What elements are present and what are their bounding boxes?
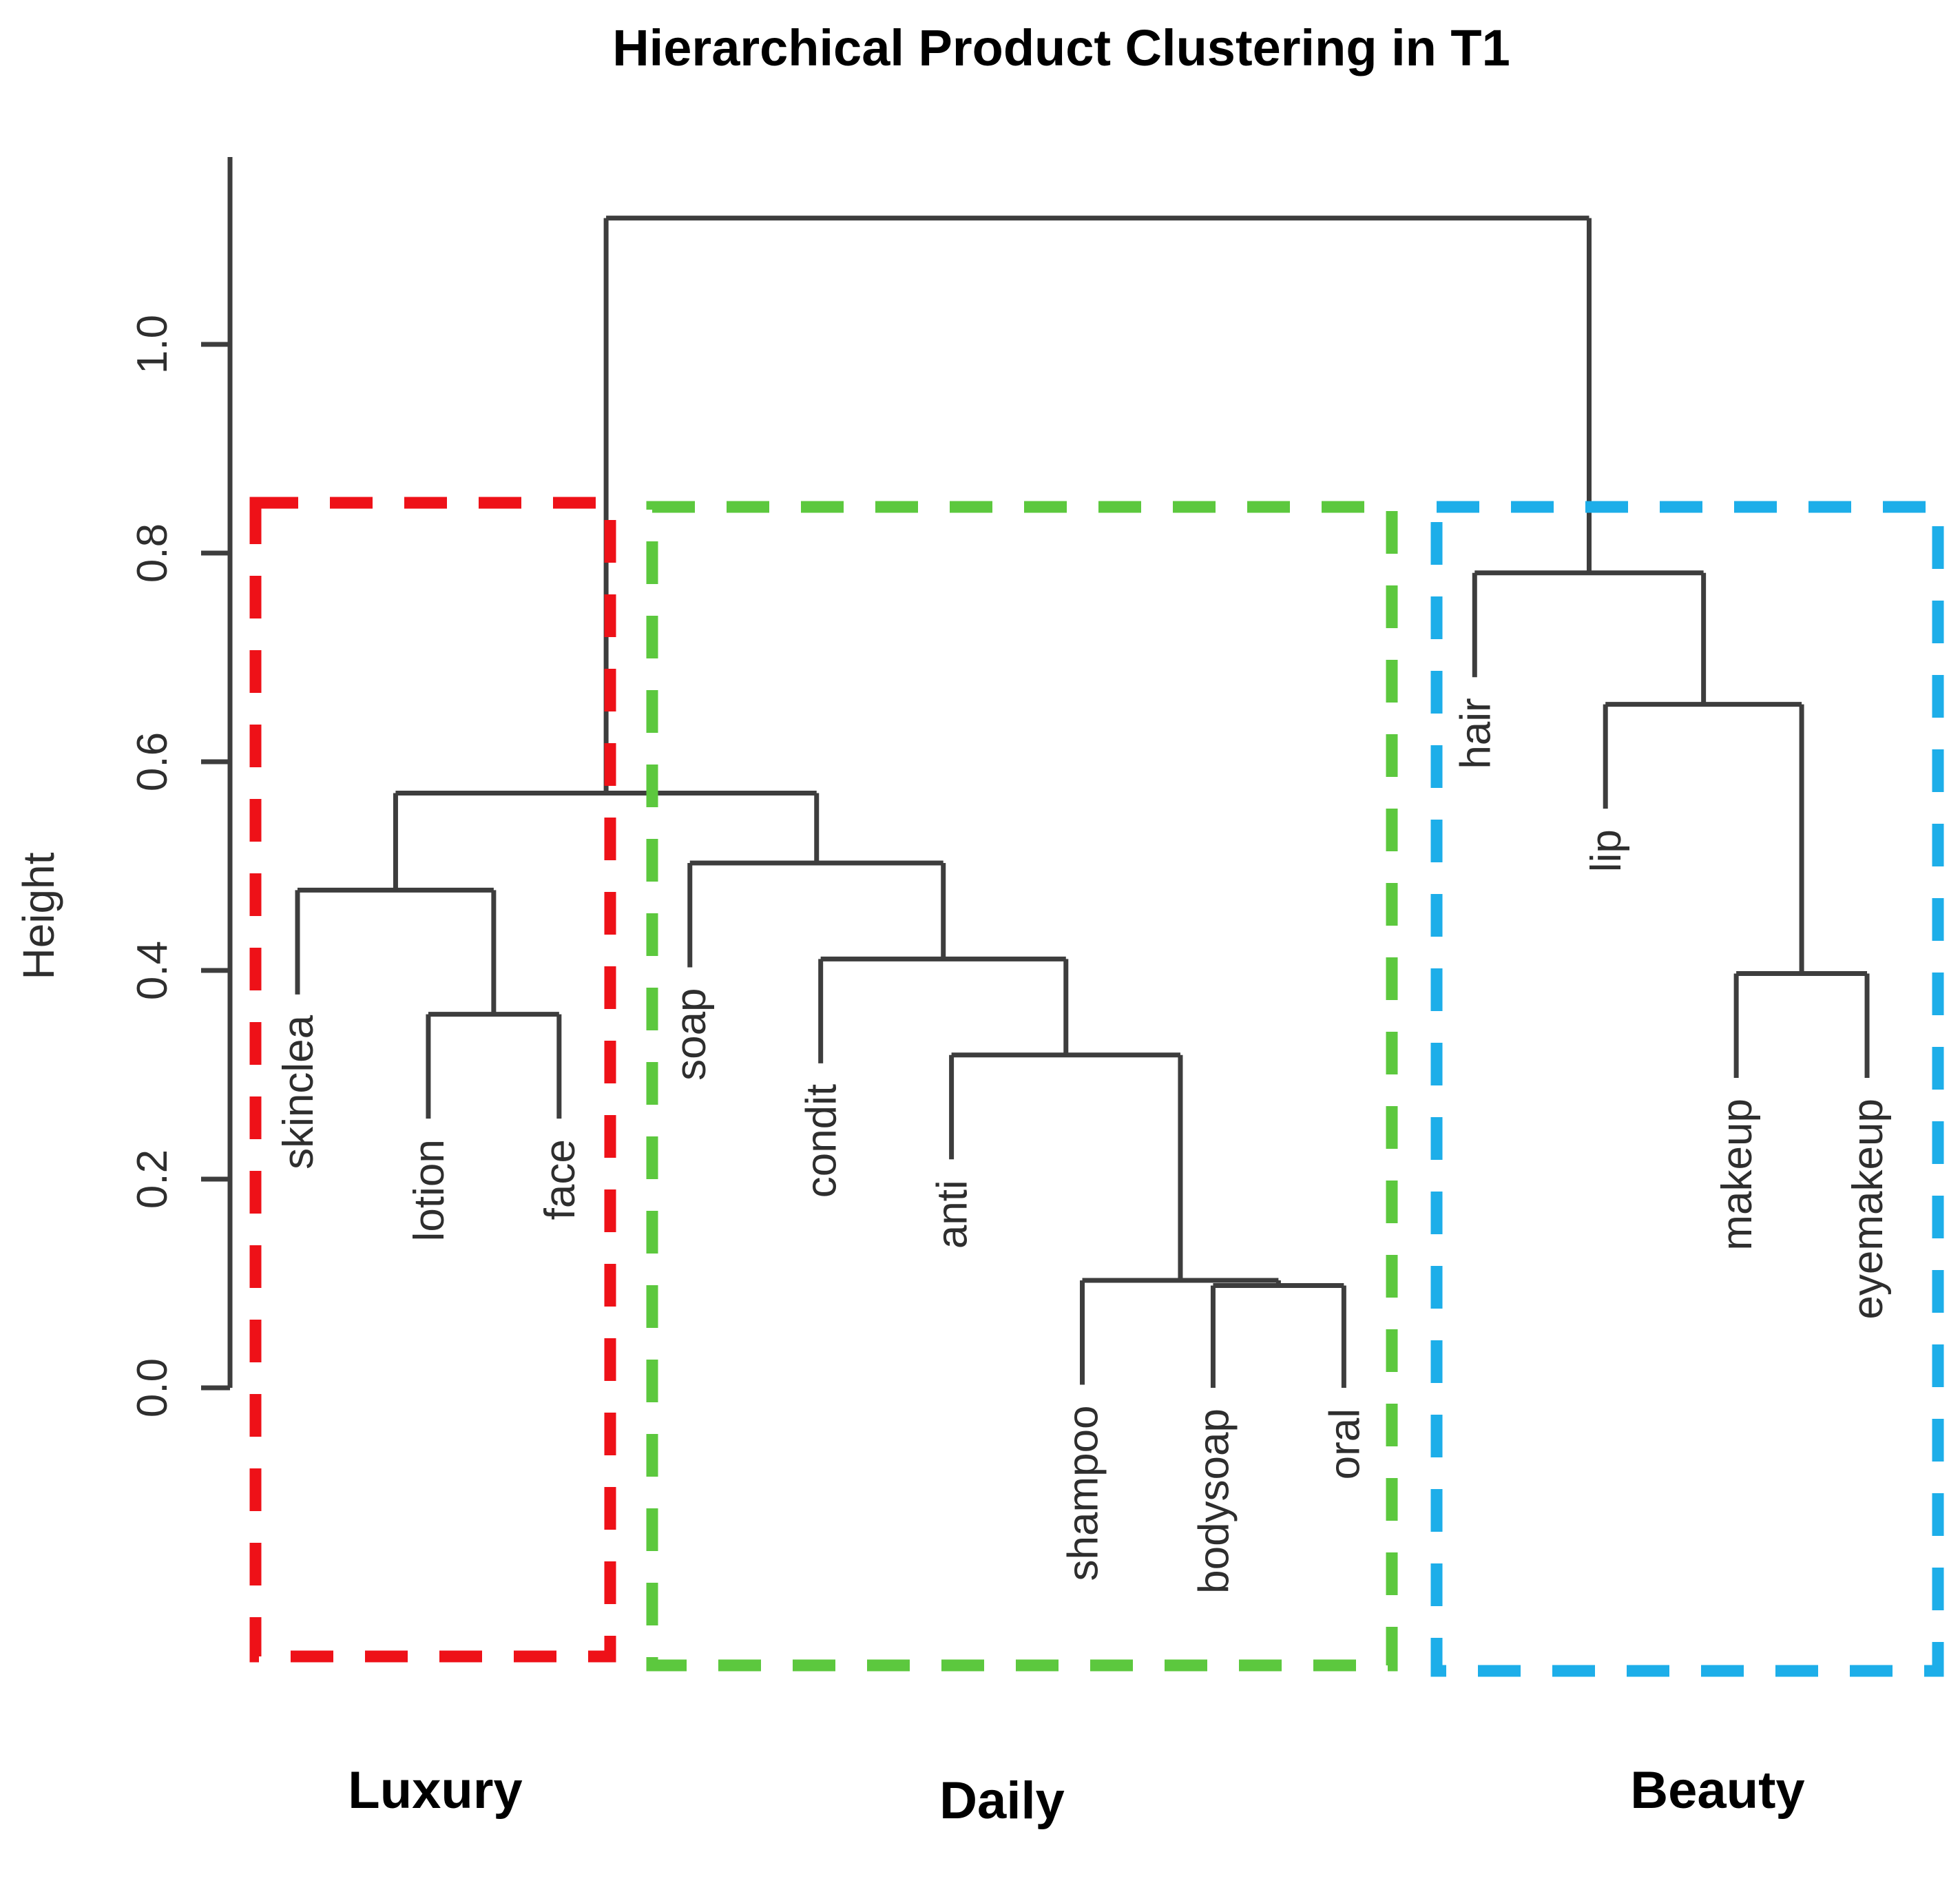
leaf-label: soap <box>667 988 715 1080</box>
cluster-label-daily: Daily <box>939 1771 1065 1830</box>
leaf-label: skinclea <box>275 1015 322 1169</box>
leaf-label: lotion <box>406 1139 453 1241</box>
y-axis-tick-label: 0.0 <box>129 1358 176 1417</box>
dendrogram-tree <box>295 216 1870 1388</box>
y-axis-tick-label: 0.2 <box>129 1150 176 1209</box>
leaf-label: condit <box>798 1084 846 1198</box>
y-axis-label: Height <box>14 852 63 979</box>
cluster-label-luxury: Luxury <box>348 1761 522 1820</box>
cluster-box-beauty <box>1430 501 1944 1677</box>
chart-title: Hierarchical Product Clustering in T1 <box>612 19 1510 76</box>
leaf-label: oral <box>1321 1408 1368 1479</box>
cluster-box-daily <box>646 501 1398 1672</box>
leaf-label: makeup <box>1713 1099 1761 1251</box>
leaf-label: lip <box>1583 829 1630 872</box>
leaf-label: bodysoap <box>1190 1408 1238 1594</box>
leaf-label: shampoo <box>1060 1405 1107 1581</box>
cluster-box-luxury <box>249 497 616 1663</box>
y-axis-tick-label: 0.6 <box>129 732 176 791</box>
cluster-label-beauty: Beauty <box>1630 1761 1804 1820</box>
cluster-boxes <box>249 497 1944 1677</box>
y-axis-tick-label: 0.8 <box>129 523 176 583</box>
cluster-labels: Luxury Daily Beauty <box>348 1761 1804 1830</box>
y-axis-tick-label: 0.4 <box>129 941 176 1000</box>
leaf-label: hair <box>1452 698 1499 769</box>
leaf-label: face <box>536 1139 584 1220</box>
y-axis: 0.0 0.2 0.4 0.6 0.8 1.0 <box>129 157 233 1417</box>
leaf-label: eyemakeup <box>1844 1099 1892 1320</box>
y-axis-tick-label: 1.0 <box>129 315 176 374</box>
leaf-labels: lotion face skinclea bodysoap oral shampoo ant… <box>275 698 1892 1594</box>
leaf-label: anti <box>929 1180 977 1249</box>
